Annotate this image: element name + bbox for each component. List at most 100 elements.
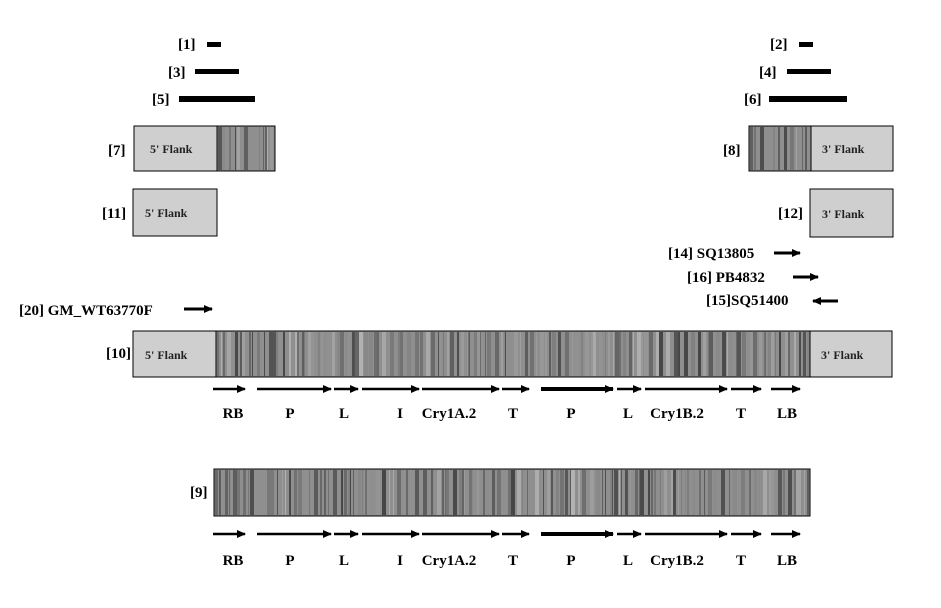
stripe-band: [289, 470, 291, 515]
stripe-band: [406, 470, 408, 515]
stripe-band: [365, 470, 367, 515]
stripe-band: [398, 332, 400, 376]
stripe-band: [235, 332, 238, 376]
construct-10-element-labels: RBPLICry1A.2TPLCry1B.2TLB: [223, 406, 797, 422]
stripe-band: [397, 470, 401, 515]
stripe-band: [493, 332, 494, 376]
stripe-band: [590, 470, 594, 515]
stripe-band: [656, 332, 659, 376]
segment-label-5: [5]: [152, 92, 170, 108]
construct-10-element-label-6: T: [508, 406, 518, 422]
stripe-band: [713, 470, 717, 515]
stripe-band: [749, 470, 751, 515]
stripe-band: [800, 470, 801, 515]
stripe-band: [222, 127, 225, 170]
stripe-band: [517, 470, 521, 515]
stripe-band: [298, 470, 302, 515]
stripe-band: [244, 127, 248, 170]
stripe-band: [593, 332, 596, 376]
stripe-band: [585, 332, 589, 376]
stripe-band: [635, 470, 638, 515]
stripe-band: [687, 470, 689, 515]
stripe-band: [729, 332, 730, 376]
stripe-band: [358, 470, 361, 515]
stripe-band: [279, 332, 283, 376]
stripe-band: [320, 470, 322, 515]
stripe-band: [552, 332, 556, 376]
stripe-band: [353, 470, 354, 515]
stripe-band: [410, 470, 413, 515]
stripe-band: [264, 332, 265, 376]
stripe-band: [472, 470, 473, 515]
stripe-band: [283, 332, 285, 376]
stripe-band: [578, 470, 580, 515]
stripe-band: [302, 332, 304, 376]
stripe-band: [571, 470, 575, 515]
construct-10-element-label-1: RB: [223, 406, 244, 422]
stripe-band: [259, 127, 260, 170]
stripe-band: [240, 332, 242, 376]
stripe-band: [249, 332, 251, 376]
stripe-band: [362, 470, 363, 515]
stripe-band: [225, 470, 228, 515]
stripe-band: [549, 332, 551, 376]
construct-10-element-label-11: LB: [777, 406, 797, 422]
stripe-band: [681, 470, 682, 515]
fragment-11: 5' Flank: [133, 189, 217, 236]
stripe-band: [678, 470, 679, 515]
stripe-band: [400, 332, 403, 376]
stripe-band: [442, 470, 444, 515]
stripe-band: [350, 470, 351, 515]
stripe-band: [426, 332, 430, 376]
stripe-band: [671, 470, 673, 515]
stripe-band: [443, 332, 444, 376]
stripe-band: [389, 470, 390, 515]
primer-label-20: [20] GM_WT63770F: [19, 303, 153, 319]
construct-10-left-flank-text: 5' Flank: [145, 348, 188, 362]
fragment-8: 3' Flank: [749, 126, 893, 171]
stripe-band: [703, 332, 706, 376]
stripe-band: [704, 470, 705, 515]
stripe-band: [374, 332, 377, 376]
stripe-band: [805, 127, 807, 170]
stripe-band: [447, 332, 449, 376]
stripe-band: [651, 470, 653, 515]
stripe-band: [265, 127, 267, 170]
stripe-band: [736, 332, 737, 376]
stripe-band: [295, 332, 297, 376]
stripe-band: [221, 470, 222, 515]
stripe-band: [613, 332, 614, 376]
stripe-band: [644, 332, 648, 376]
stripe-band: [602, 470, 603, 515]
stripe-band: [267, 470, 270, 515]
stripe-band: [215, 470, 218, 515]
segment-label-6: [6]: [744, 92, 762, 108]
stripe-band: [773, 127, 775, 170]
stripe-band: [501, 332, 503, 376]
stripe-band: [219, 470, 221, 515]
stripe-band: [623, 332, 626, 376]
stripe-band: [779, 332, 781, 376]
stripe-band: [637, 332, 641, 376]
stripe-band: [415, 332, 419, 376]
stripe-band: [619, 332, 621, 376]
stripe-band: [487, 332, 491, 376]
stripe-band: [727, 332, 728, 376]
stripe-band: [709, 332, 713, 376]
stripe-band: [788, 470, 792, 515]
stripe-band: [784, 127, 787, 170]
stripe-band: [294, 470, 297, 515]
stripe-band: [605, 470, 606, 515]
stripe-band: [750, 332, 753, 376]
stripe-band: [453, 470, 457, 515]
stripe-band: [558, 332, 561, 376]
primer-label-16: [16] PB4832: [687, 270, 765, 286]
construct-9-element-label-8: L: [623, 553, 633, 569]
construct-10-element-label-10: T: [736, 406, 746, 422]
stripe-band: [565, 470, 568, 515]
construct-9-element-label-10: T: [736, 553, 746, 569]
stripe-band: [393, 470, 394, 515]
stripe-band: [575, 332, 579, 376]
stripe-band: [605, 332, 606, 376]
stripe-band: [767, 127, 769, 170]
